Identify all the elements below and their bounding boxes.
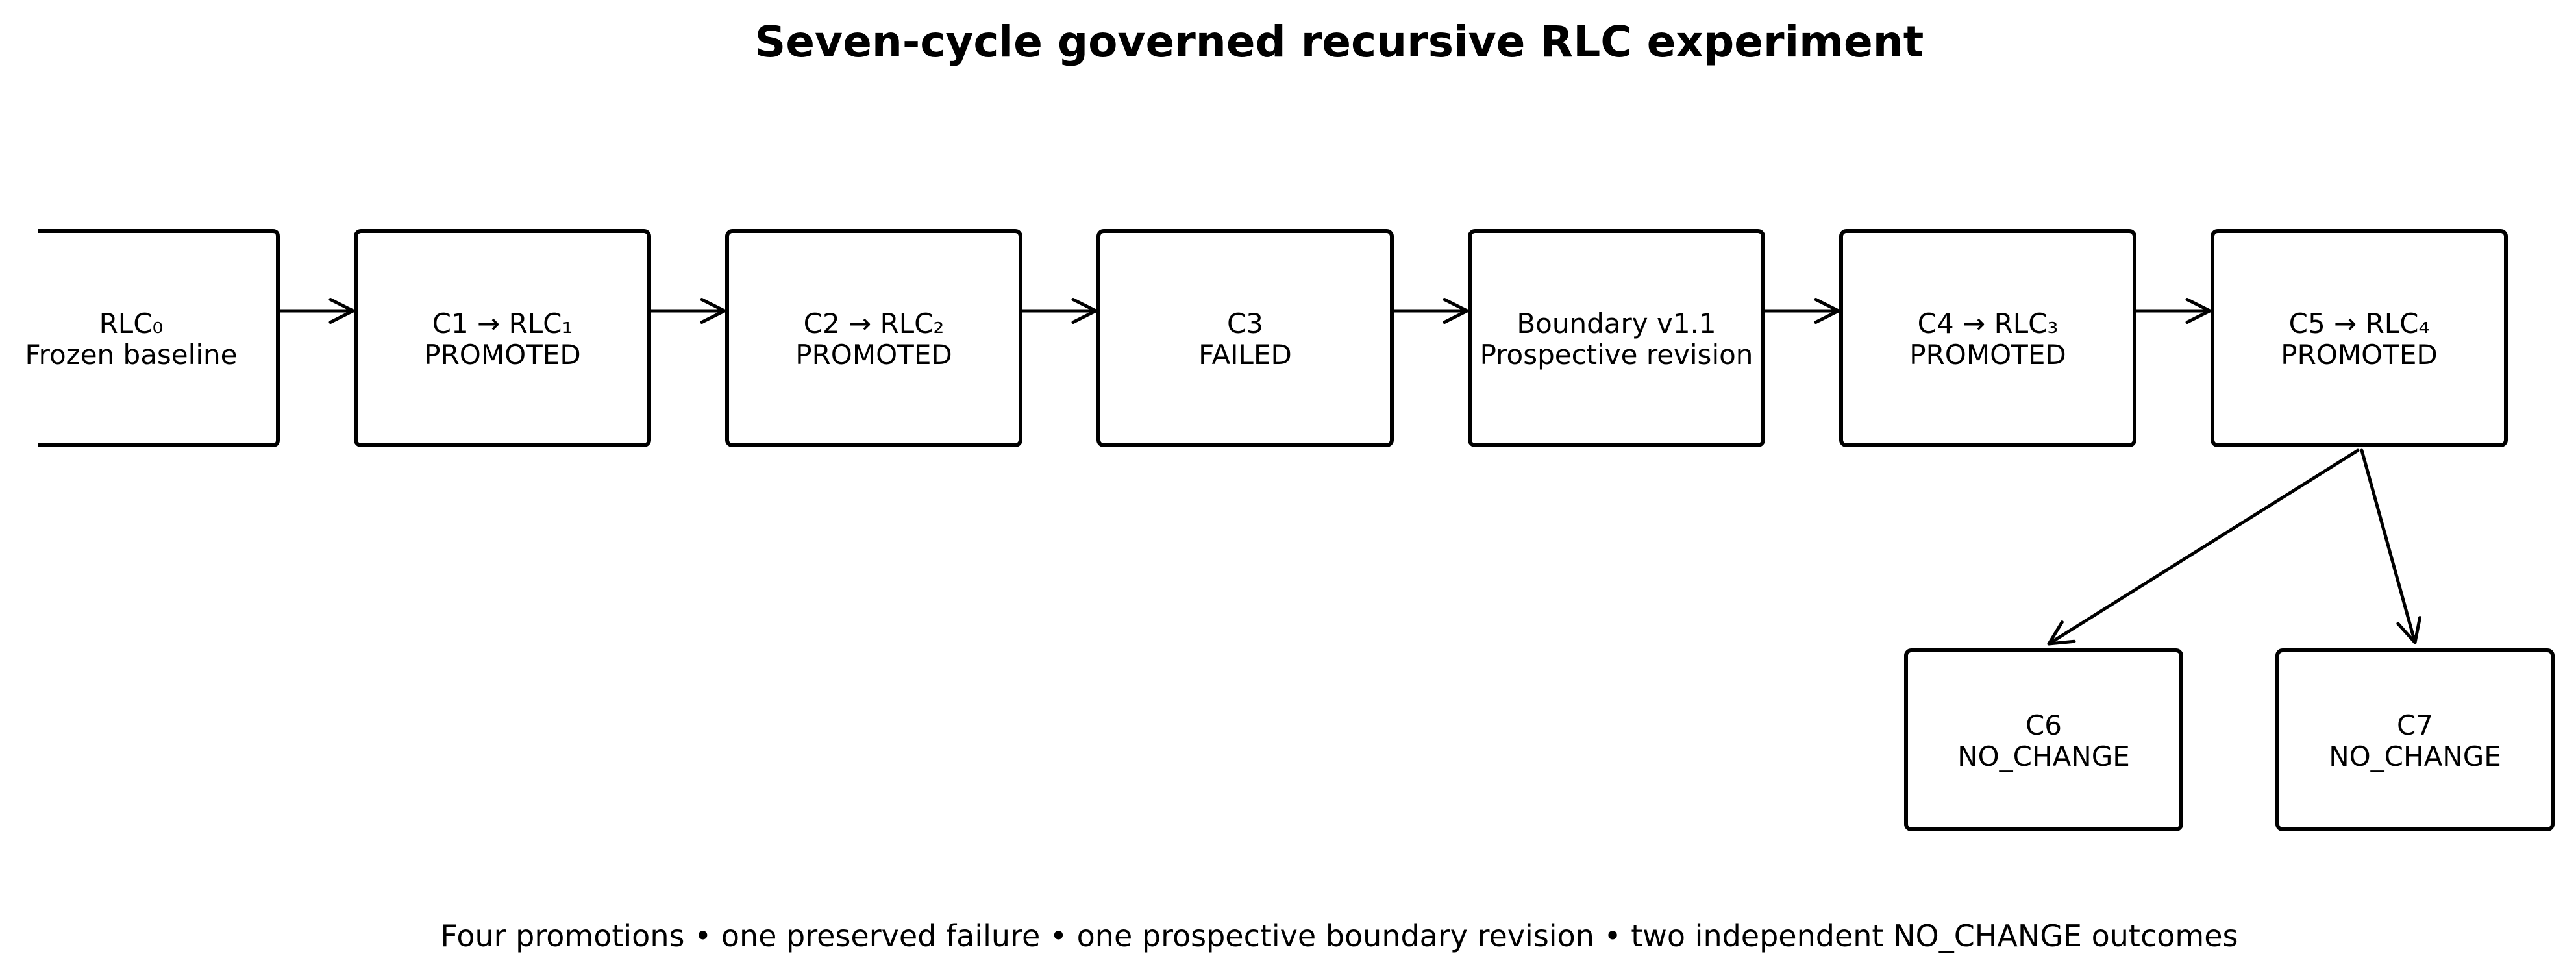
arrow-c5-to-c6 [2047,448,2360,646]
node-status-c4: PROMOTED [1909,339,2066,371]
node-label-c5: C5 → RLC₄ [2289,308,2430,339]
diagram-title: Seven-cycle governed recursive RLC exper… [754,17,1924,67]
node-box-rlc0 [38,229,280,447]
node-box-c5 [2211,229,2508,447]
node-label-c3: C3 [1227,308,1263,339]
node-status-c3: FAILED [1198,339,1292,371]
node-status-boundary: Prospective revision [1480,339,1753,371]
edges-layer [278,298,2422,646]
node-label-c4: C4 → RLC₃ [1918,308,2059,339]
node-label-c1: C1 → RLC₁ [432,308,573,339]
node-box-c3 [1096,229,1394,447]
node-status-c6: NO_CHANGE [1957,741,2130,772]
node-label-c2: C2 → RLC₂ [804,308,945,339]
node-box-c2 [725,229,1022,447]
arrow-c5-to-c7 [2360,448,2422,644]
node-box-c7 [2275,648,2555,831]
node-status-c7: NO_CHANGE [2329,741,2501,772]
node-box-boundary [1468,229,1765,447]
node-box-c6 [1904,648,2183,831]
node-box-c1 [354,229,651,447]
diagram-footer-summary: Four promotions • one preserved failure … [440,918,2238,953]
node-status-c5: PROMOTED [2281,339,2437,371]
node-box-c4 [1839,229,2136,447]
node-label-boundary: Boundary v1.1 [1517,308,1716,339]
node-label-c7: C7 [2397,709,2433,741]
node-label-c6: C6 [2025,709,2062,741]
node-label-rlc0: RLC₀ [99,308,164,339]
node-status-rlc0: Frozen baseline [25,339,238,371]
node-status-c2: PROMOTED [795,339,952,371]
node-status-c1: PROMOTED [424,339,580,371]
